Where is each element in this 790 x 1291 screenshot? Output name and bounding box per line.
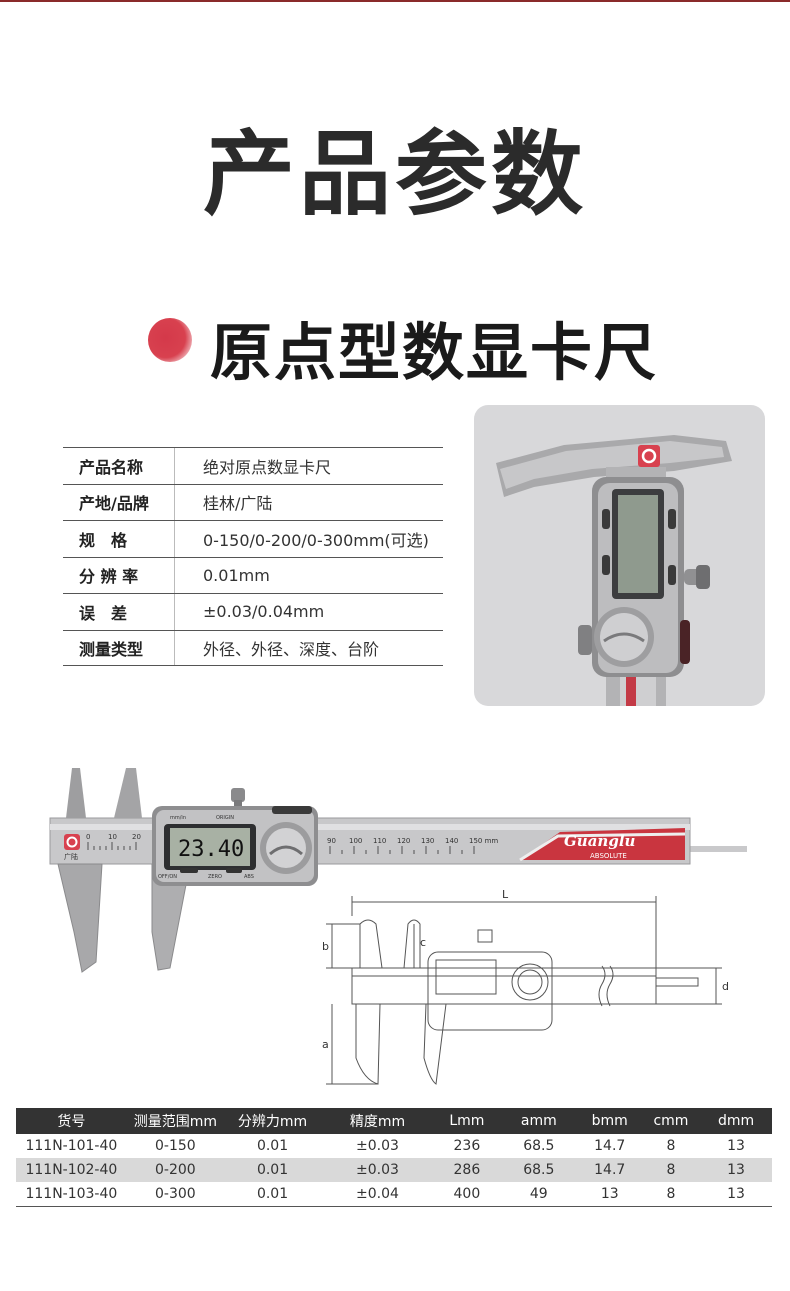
spec-value: 0-150/0-200/0-300mm(可选) bbox=[203, 530, 429, 550]
spec-value: 桂林/广陆 bbox=[203, 494, 273, 514]
red-dot-icon bbox=[148, 318, 192, 362]
scale-label: 0 bbox=[86, 833, 90, 841]
dim-label-b: b bbox=[322, 940, 329, 953]
spec-key: 产品名称 bbox=[63, 448, 175, 484]
table-cell: 0-200 bbox=[155, 1162, 196, 1178]
table-cell: 111N-102-40 bbox=[25, 1162, 118, 1178]
spec-row: 分 辨 率 0.01mm bbox=[63, 556, 443, 593]
table-row: 111N-103-40 0-300 0.01 ±0.04 400 49 13 8… bbox=[16, 1182, 772, 1206]
spec-row: 产品名称 绝对原点数显卡尺 bbox=[63, 447, 443, 484]
table-cell: 49 bbox=[529, 1186, 548, 1202]
lcd-readout: 23.40 bbox=[178, 837, 244, 862]
brand-subtitle: ABSOLUTE bbox=[590, 852, 627, 860]
caliper-illustration: 广陆 0 10 20 90 100 110 120 130 140 150 mm… bbox=[49, 768, 747, 973]
table-cell: 0-150 bbox=[155, 1138, 196, 1154]
table-header: 货号 测量范围mm 分辨力mm 精度mm Lmm amm bmm cmm dmm bbox=[16, 1108, 772, 1134]
table-cell: 400 bbox=[453, 1186, 481, 1202]
product-title: 原点型数显卡尺 bbox=[210, 316, 659, 389]
dimension-drawing: L b a c d bbox=[322, 888, 729, 1085]
scale-label: 110 bbox=[373, 837, 386, 845]
table-cell: ±0.04 bbox=[356, 1186, 399, 1202]
table-cell: 8 bbox=[666, 1138, 676, 1154]
scale-label: 120 bbox=[397, 837, 410, 845]
table-cell: 68.5 bbox=[523, 1162, 555, 1178]
col-header: Lmm bbox=[449, 1113, 485, 1129]
col-header: bmm bbox=[591, 1113, 628, 1129]
col-header: 分辨力mm bbox=[237, 1114, 308, 1130]
spec-key: 分 辨 率 bbox=[63, 557, 175, 593]
table-row: 111N-101-40 0-150 0.01 ±0.03 236 68.5 14… bbox=[16, 1134, 772, 1158]
top-rule bbox=[0, 0, 790, 2]
table-cell: ±0.03 bbox=[356, 1138, 399, 1154]
scale-label: 150 mm bbox=[469, 837, 498, 845]
col-header: 货号 bbox=[57, 1114, 86, 1130]
spec-key: 产地/品牌 bbox=[63, 484, 175, 520]
scale-label: 130 bbox=[421, 837, 434, 845]
scale-label: 90 bbox=[327, 837, 336, 845]
spec-value: 外径、外径、深度、台阶 bbox=[203, 639, 380, 659]
table-cell: 8 bbox=[666, 1186, 676, 1202]
scale-label: 20 bbox=[132, 833, 141, 841]
col-header: amm bbox=[520, 1113, 557, 1129]
table-cell: 14.7 bbox=[594, 1162, 626, 1178]
col-header: 精度mm bbox=[349, 1114, 406, 1130]
table-cell: 0.01 bbox=[256, 1138, 289, 1154]
spec-row: 产地/品牌 桂林/广陆 bbox=[63, 483, 443, 520]
table-cell: 236 bbox=[453, 1138, 481, 1154]
spec-row: 规 格 0-150/0-200/0-300mm(可选) bbox=[63, 520, 443, 557]
col-header: 测量范围mm bbox=[133, 1114, 217, 1130]
table-cell: 0-300 bbox=[155, 1186, 196, 1202]
table-cell: 13 bbox=[727, 1162, 745, 1178]
table-cell: 111N-103-40 bbox=[25, 1186, 118, 1202]
scale-label: 100 bbox=[349, 837, 362, 845]
col-header: dmm bbox=[717, 1113, 755, 1129]
col-header: cmm bbox=[653, 1113, 689, 1129]
scale-label: 140 bbox=[445, 837, 458, 845]
table-cell: 8 bbox=[666, 1162, 676, 1178]
table-cell: 286 bbox=[453, 1162, 481, 1178]
dim-label-a: a bbox=[322, 1038, 329, 1051]
spec-value: 绝对原点数显卡尺 bbox=[203, 457, 332, 477]
zero-label: ZERO bbox=[208, 874, 222, 880]
dim-label-L: L bbox=[502, 888, 509, 901]
origin-label: ORIGIN bbox=[216, 815, 234, 821]
model-table: 货号 测量范围mm 分辨力mm 精度mm Lmm amm bmm cmm dmm… bbox=[16, 1108, 772, 1207]
page-title: 产品参数 bbox=[202, 121, 587, 228]
table-cell: 68.5 bbox=[523, 1138, 555, 1154]
spec-row: 误 差 ±0.03/0.04mm bbox=[63, 593, 443, 630]
dim-label-c: c bbox=[420, 936, 426, 949]
spec-key: 误 差 bbox=[63, 594, 175, 630]
spec-value: ±0.03/0.04mm bbox=[203, 602, 325, 622]
abs-label: ABS bbox=[244, 874, 254, 880]
table-cell: 13 bbox=[727, 1186, 745, 1202]
scale-label: 10 bbox=[108, 833, 117, 841]
dim-label-d: d bbox=[722, 980, 729, 993]
table-cell: 13 bbox=[727, 1138, 745, 1154]
caliper-closeup-photo bbox=[474, 405, 765, 706]
table-cell: 14.7 bbox=[594, 1138, 626, 1154]
onoff-label: OFF/ON bbox=[158, 874, 177, 880]
table-cell: 0.01 bbox=[256, 1162, 289, 1178]
table-cell: 13 bbox=[600, 1186, 619, 1202]
spec-key: 规 格 bbox=[63, 521, 175, 557]
spec-key: 测量类型 bbox=[63, 630, 175, 665]
spec-table: 产品名称 绝对原点数显卡尺 产地/品牌 桂林/广陆 规 格 0-150/0-20… bbox=[63, 447, 443, 666]
table-row: 111N-102-40 0-200 0.01 ±0.03 286 68.5 14… bbox=[16, 1158, 772, 1182]
table-cell: 0.01 bbox=[256, 1186, 289, 1202]
table-cell: ±0.03 bbox=[356, 1162, 399, 1178]
table-cell: 111N-101-40 bbox=[25, 1138, 118, 1154]
logo-text: 广陆 bbox=[64, 852, 78, 861]
table-bottom-rule bbox=[16, 1206, 772, 1207]
spec-row: 测量类型 外径、外径、深度、台阶 bbox=[63, 629, 443, 666]
mode-label: mm/in bbox=[170, 815, 186, 821]
spec-value: 0.01mm bbox=[203, 565, 270, 585]
brand-script: Guanglu bbox=[564, 832, 636, 850]
